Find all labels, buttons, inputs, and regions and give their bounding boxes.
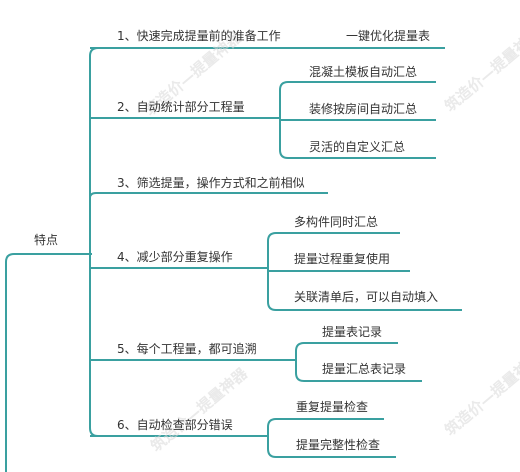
child-bracket-6 [267,418,277,458]
child-4-2[interactable]: 提量过程重复使用 [294,252,391,266]
branch-2[interactable]: 2、自动统计部分工程量 [117,100,245,114]
child-4-3[interactable]: 关联清单后，可以自动填入 [294,290,439,304]
branch-5[interactable]: 5、每个工程量，都可追溯 [117,342,257,356]
branch-3[interactable]: 3、筛选提量，操作方式和之前相似 [117,176,305,190]
child-1-1[interactable]: 一键优化提量表 [346,29,431,43]
root-connector [5,253,92,472]
branch-1[interactable]: 1、快速完成提量前的准备工作 [117,29,281,43]
child-6-2[interactable]: 提量完整性检查 [296,438,381,452]
child-6-1[interactable]: 重复提量检查 [296,400,369,414]
child-bracket-5 [295,342,305,382]
root-node[interactable]: 特点 [34,233,59,247]
child-2-3[interactable]: 灵活的自定义汇总 [309,140,406,154]
branch-6[interactable]: 6、自动检查部分错误 [117,418,233,432]
child-2-1[interactable]: 混凝土模板自动汇总 [309,65,418,79]
child-5-2[interactable]: 提量汇总表记录 [322,362,407,376]
child-5-1[interactable]: 提量表记录 [322,325,383,339]
child-2-2[interactable]: 装修按房间自动汇总 [309,102,418,116]
trunk-line [89,47,99,437]
branch-connector-3 [89,192,328,199]
child-4-1[interactable]: 多构件同时汇总 [294,215,379,229]
branch-4[interactable]: 4、减少部分重复操作 [117,250,233,264]
